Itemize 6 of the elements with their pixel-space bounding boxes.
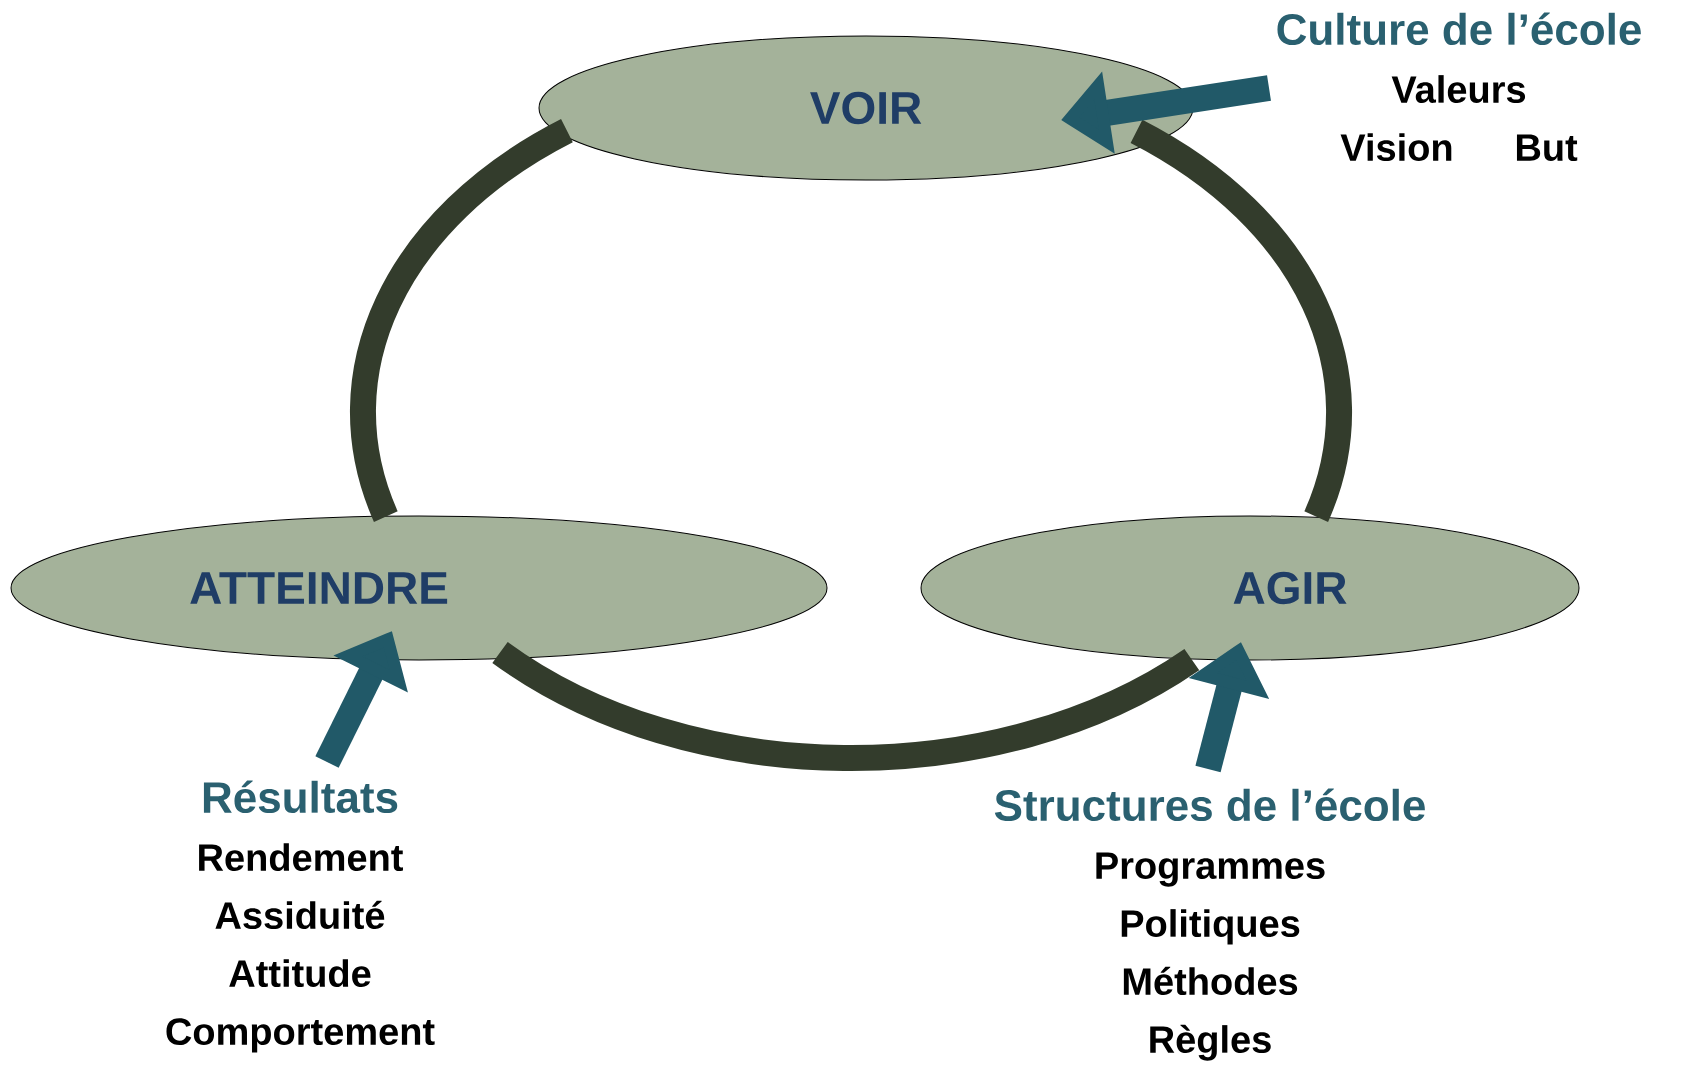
loop-arc (350, 119, 574, 522)
factor-text: Culture de l’école Valeurs Vision But (1277, 12, 1641, 162)
loop-arc (1130, 120, 1352, 522)
loop-arc (493, 641, 1199, 771)
factor-text: Structures de l’école Programmes Politiques Méthodes Règles (994, 788, 1425, 1061)
factor-text: Résultats Rendement Assiduité Attitude Comportement (166, 780, 435, 1053)
